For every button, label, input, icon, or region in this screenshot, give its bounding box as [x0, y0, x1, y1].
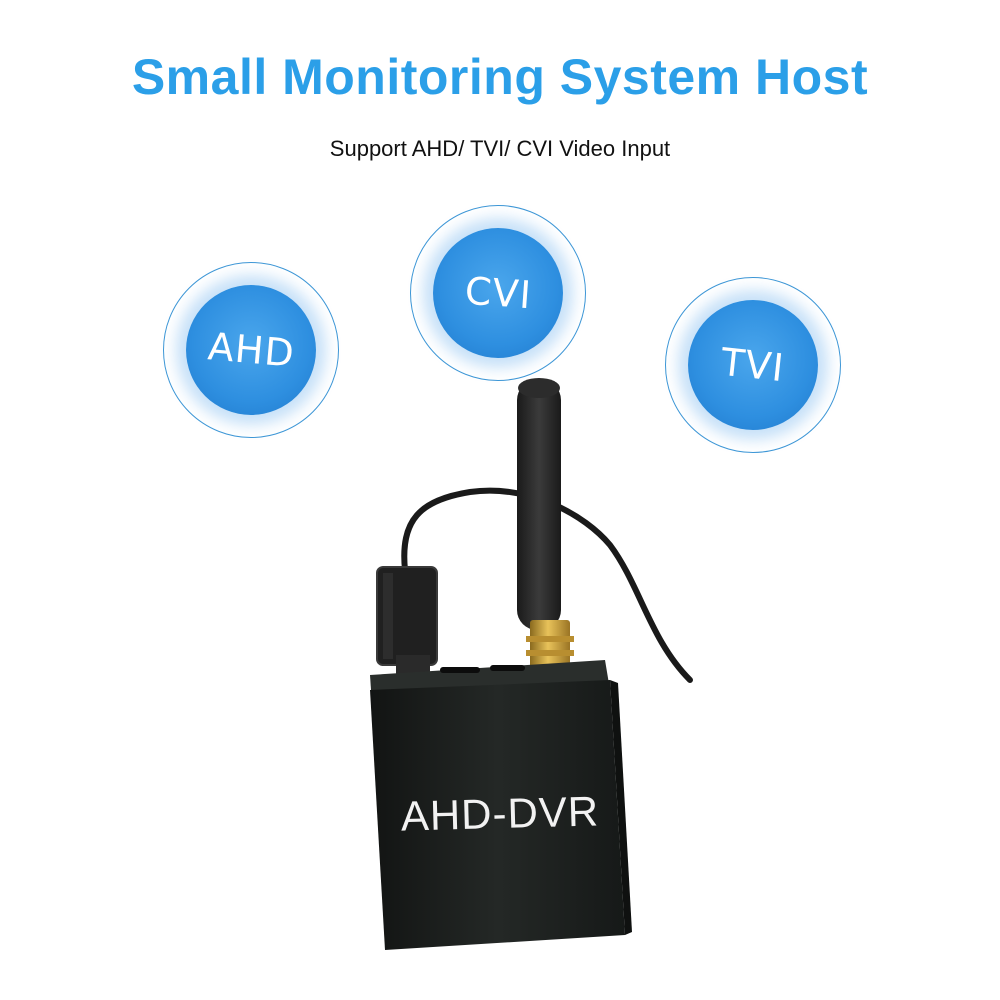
antenna: [517, 380, 561, 630]
page-title: Small Monitoring System Host: [131, 49, 869, 105]
device-body: [370, 680, 625, 950]
ahd-badge-circle: AHD: [186, 285, 316, 415]
tvi-badge: TVI: [665, 277, 841, 453]
page-subtitle: Support AHD/ TVI/ CVI Video Input: [329, 136, 671, 161]
antenna-connector: [530, 620, 570, 668]
cvi-badge: CVI: [410, 205, 586, 381]
cvi-badge-circle: CVI: [433, 228, 563, 358]
device-label: AHD-DVR: [400, 787, 600, 840]
tvi-badge-circle: TVI: [688, 300, 818, 430]
ahd-badge: AHD: [163, 262, 339, 438]
usb-plug-neck: [396, 655, 430, 675]
